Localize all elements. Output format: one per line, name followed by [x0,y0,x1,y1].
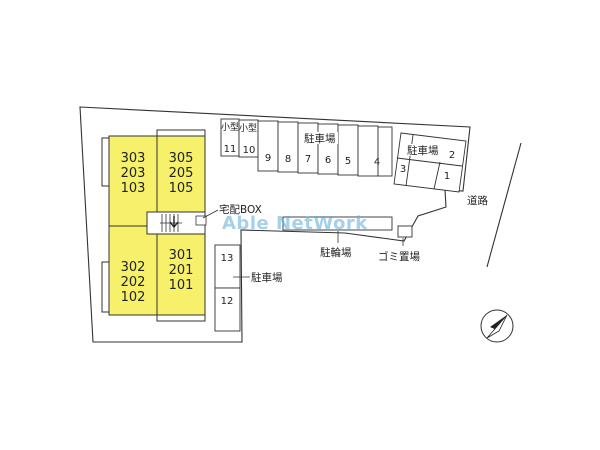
balcony-left-bottom [101,261,110,313]
unit-number: 302 [121,260,146,275]
parking-space-number: 5 [345,156,351,167]
unit-number: 202 [121,275,146,290]
unit-number: 305 [169,151,194,166]
parking-top: 小型 小型 11 10 9 8 7 6 5 4 駐車場 [220,118,393,177]
parking-lower: 13 12 駐車場 [214,244,283,332]
garbage-label: ゴミ置場 [378,250,420,263]
unit-block-right-bottom [156,233,206,316]
entrance-arrow-icon [169,216,179,229]
unit-number: 103 [121,181,146,196]
parking-space-number: 10 [243,145,256,156]
balcony-right-top [156,129,206,137]
unit-number: 303 [121,151,146,166]
parking-space-number: 4 [374,157,380,168]
balcony-left-top [101,137,110,187]
parking-space-number: 7 [305,154,311,165]
watermark: Able NetWork [222,213,368,234]
unit-number: 201 [169,263,194,278]
garbage-area: ゴミ置場 [378,225,420,263]
bike-parking-label: 駐輪場 [320,246,352,259]
parking-space-number: 1 [444,171,450,182]
parking-space-number: 2 [449,150,455,161]
unit-number: 301 [169,248,194,263]
unit-labels: 303 203 103 305 205 105 302 202 102 301 … [121,151,194,305]
delivery-box-label: 宅配BOX [219,203,262,216]
road-label: 道路 [467,194,488,207]
unit-number: 105 [169,181,194,196]
small-car-label: 小型 [221,122,239,133]
parking-label: 駐車場 [251,271,283,284]
unit-number: 203 [121,166,146,181]
bike-parking: 駐輪場 [282,216,393,259]
parking-space-number: 13 [221,253,234,264]
small-car-label: 小型 [239,123,257,134]
parking-label: 駐車場 [407,144,439,157]
parking-space-number: 9 [265,153,271,164]
building [101,129,206,322]
unit-number: 205 [169,166,194,181]
delivery-box [195,215,207,226]
parking-space-number: 3 [400,164,406,175]
parking-space-number: 6 [325,155,331,166]
north-arrow-icon [480,309,514,343]
parking-space-number: 12 [221,296,234,307]
parking-right: 3 2 1 駐車場 [393,132,467,193]
parking-space-number: 8 [285,154,291,165]
road-line [486,142,522,268]
parking-space-number: 11 [224,144,237,155]
unit-number: 101 [169,278,194,293]
balcony-right-bottom [156,314,206,322]
unit-number: 102 [121,290,146,305]
parking-label: 駐車場 [304,132,336,145]
